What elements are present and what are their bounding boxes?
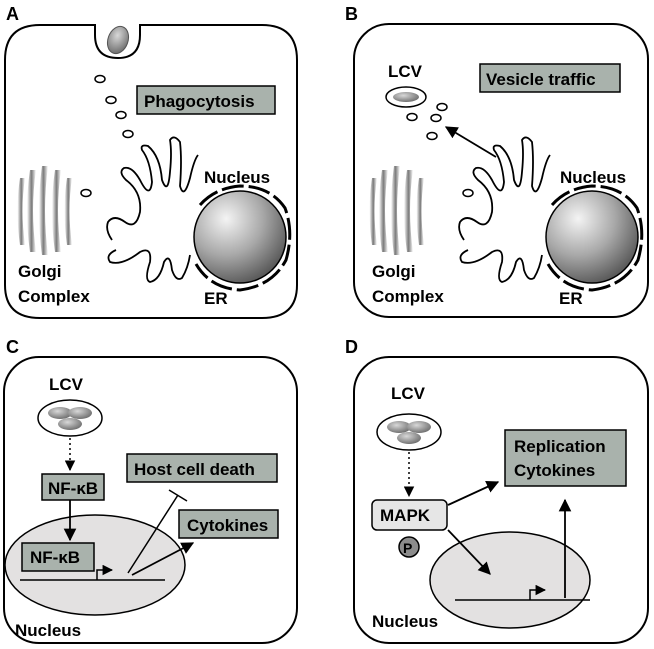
nfkb-cytoplasm-label: NF-κB [48,479,98,498]
golgi-complex [17,166,72,255]
inhibition-line [127,494,179,574]
mapk-to-replication-arrow [447,481,500,506]
phospho-label: P [403,540,412,556]
phospho-badge [398,536,420,558]
lcv-label: LCV [49,375,84,394]
golgi-label-line2: Complex [372,287,444,306]
phagocytosis-label: Phagocytosis [144,92,255,111]
vesicle-traffic-label-box [479,63,621,93]
endoplasmic-reticulum [106,136,199,283]
golgi-complex [369,166,424,255]
transcription-start-arrow [96,564,114,580]
mapk-to-nucleus-arrow [447,529,491,575]
vesicles [406,102,474,198]
phagocytosis-label-box [136,85,276,115]
lcv-bacterium [393,92,419,102]
mapk-label: MAPK [380,506,431,525]
host-cell-death-label: Host cell death [134,460,255,479]
nucleus-label: Nucleus [372,612,438,631]
nfkb-nucleus-box [21,542,95,572]
panel-a: A Phagocytosis Nucleus Golgi C [4,4,298,319]
replication-cytokines-label: Cytokines [514,461,595,480]
panel-b-letter: B [345,4,358,24]
host-cell-death-box [126,453,278,483]
vesicle-traffic-arrow [444,126,497,158]
cytokines-label: Cytokines [187,516,268,535]
golgi-label-line1: Golgi [372,262,415,281]
panel-d: D LCV MAPK P Replication Cytokines Nucle… [345,337,649,644]
lcv-label: LCV [391,384,426,403]
er-label: ER [204,289,228,308]
vesicle-traffic-label: Vesicle traffic [486,70,596,89]
nfkb-nucleus-label: NF-κB [30,548,80,567]
cytokines-box [178,509,279,539]
nucleus [429,531,591,629]
nfkb-cytoplasm-box [41,473,105,501]
nucleus [193,190,287,284]
er-label: ER [559,289,583,308]
golgi-label-line1: Golgi [18,262,61,281]
panel-d-letter: D [345,337,358,357]
panel-c: C LCV NF-κB NF-κB Host cell death Cytoki… [3,337,298,644]
mapk-box [371,499,448,531]
bacterium [106,25,130,55]
to-cytokines-arrow [131,542,195,576]
vesicles [80,74,134,198]
lcv-bacteria [387,421,431,444]
nucleus-label: Nucleus [560,168,626,187]
panel-a-letter: A [6,4,19,24]
endoplasmic-reticulum [458,136,551,283]
nuclear-envelope [546,184,644,292]
transcription-start-arrow [529,584,547,600]
panel-c-letter: C [6,337,19,357]
replication-cytokines-box [504,429,627,487]
replication-label: Replication [514,437,606,456]
lcv-bacteria [48,407,92,430]
nuclear-envelope [194,184,292,292]
nucleus-label: Nucleus [204,168,270,187]
nucleus [4,514,186,616]
panel-b: B LCV Vesicle traffic Nucleus Golgi [345,4,649,318]
nucleus-label: Nucleus [15,621,81,640]
golgi-label-line2: Complex [18,287,90,306]
inhibition-bar [168,489,188,502]
lcv-label: LCV [388,62,423,81]
nucleus [545,190,639,284]
